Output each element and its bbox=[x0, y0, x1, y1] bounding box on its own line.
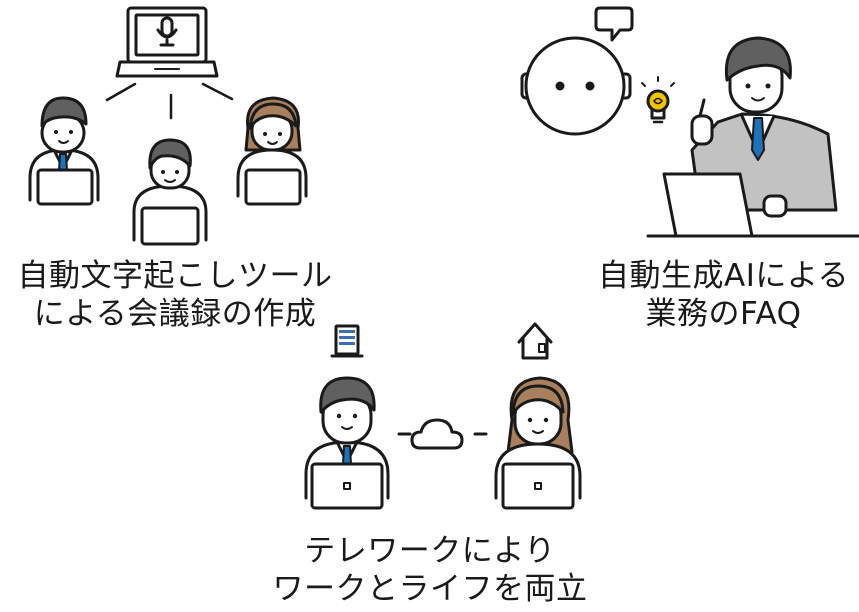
participant-boy bbox=[132, 138, 208, 246]
caption-line: 自動生成AIによる bbox=[598, 258, 849, 294]
lightbulb-icon bbox=[641, 76, 675, 124]
participant-woman bbox=[236, 96, 308, 206]
caption-line: 自動文字起こしツール bbox=[17, 258, 333, 294]
businessman-pointing bbox=[646, 36, 859, 238]
caption-line: テレワークにより bbox=[304, 533, 556, 569]
meeting-laptop-mic-icon bbox=[115, 6, 219, 78]
caption-line: ワークとライフを両立 bbox=[272, 571, 588, 607]
ai-robot-icon bbox=[520, 36, 632, 136]
remote-worker-woman bbox=[494, 376, 582, 510]
connector-lines bbox=[105, 82, 234, 120]
caption-meeting-minutes: 自動文字起こしツール による会議録の作成 bbox=[0, 257, 350, 333]
caption-line: 業務のFAQ bbox=[645, 296, 802, 332]
caption-line: による会議録の作成 bbox=[33, 296, 317, 332]
caption-ai-faq: 自動生成AIによる 業務のFAQ bbox=[588, 257, 859, 333]
speech-bubble-icon bbox=[594, 6, 634, 42]
building-icon bbox=[330, 324, 364, 358]
remote-link bbox=[397, 418, 488, 450]
house-icon bbox=[517, 322, 553, 360]
caption-telework: テレワークにより ワークとライフを両立 bbox=[260, 532, 600, 608]
cloud-icon bbox=[410, 418, 464, 450]
participant-man-tie bbox=[28, 96, 100, 206]
office-worker-man bbox=[304, 376, 390, 510]
